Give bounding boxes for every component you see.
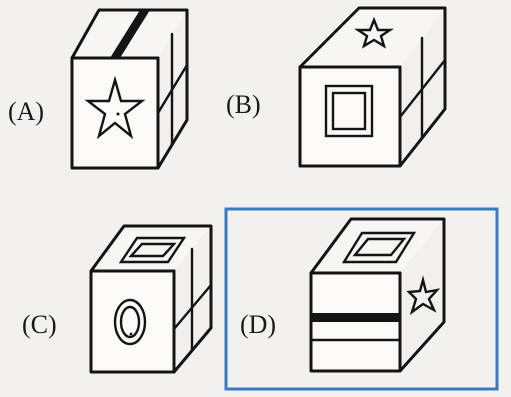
option-a[interactable]: (A): [8, 8, 189, 170]
cube-c-oval: [113, 298, 147, 346]
cube-b-star: [354, 16, 394, 49]
cube-b-square: [324, 84, 374, 138]
cube-b: [298, 6, 447, 168]
option-b[interactable]: (B): [226, 6, 447, 168]
cube-a: [70, 8, 189, 170]
option-b-label: (B): [226, 90, 261, 119]
cube-d: [309, 217, 446, 373]
option-d[interactable]: (D): [240, 217, 446, 373]
cube-d-front-stripe: [311, 313, 400, 322]
cube-a-top-stripe: [110, 10, 150, 58]
option-c-label: (C): [22, 310, 57, 339]
option-a-label: (A): [8, 97, 44, 126]
cube-c-top-square: [118, 236, 187, 264]
cube-a-star: [84, 75, 146, 140]
cube-d-top-square: [341, 231, 417, 264]
answer-highlight-box: [224, 207, 499, 391]
option-c[interactable]: (C): [22, 224, 213, 374]
option-d-label: (D): [240, 310, 276, 339]
cube-d-star: [406, 275, 441, 316]
cube-c: [89, 224, 213, 374]
